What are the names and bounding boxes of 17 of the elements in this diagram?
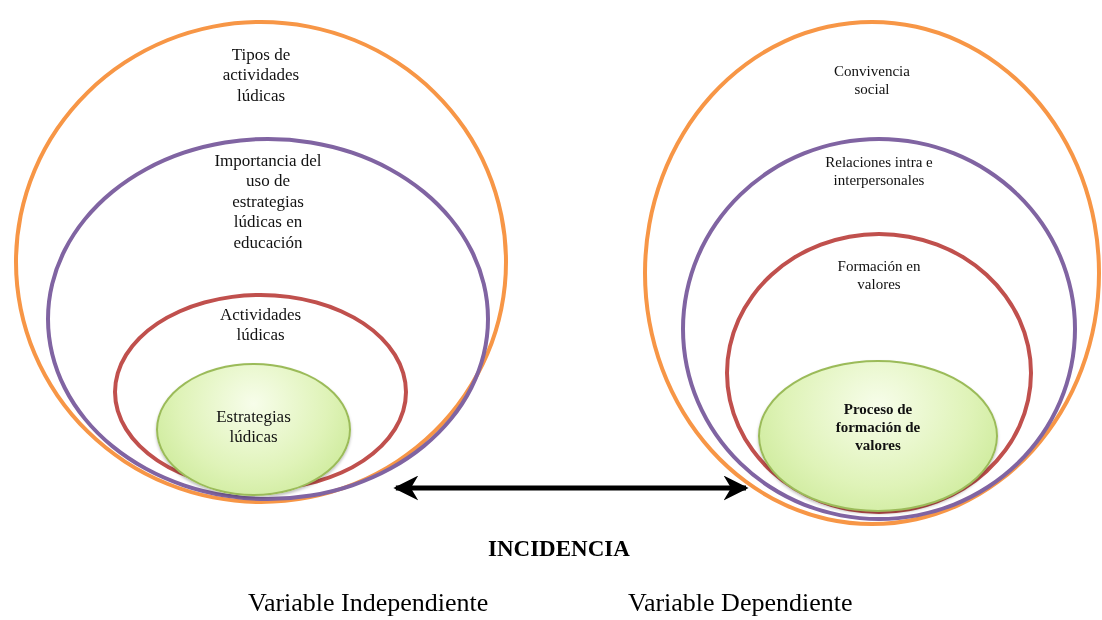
double-arrow [393, 475, 749, 501]
node-text: Relaciones intra e interpersonales [824, 153, 934, 189]
node-text: Actividades lúdicas [218, 305, 303, 346]
node-text: Importancia del uso de estrategias lúdicas en educación [214, 151, 322, 253]
node-text: Convivencia social [833, 62, 911, 98]
node-text: Proceso de formación de valores [834, 400, 922, 454]
variable-label: Variable Dependiente [628, 588, 853, 618]
concept-ellipse [46, 137, 490, 501]
node-text: Formación en valores [836, 257, 922, 293]
heading-text: INCIDENCIA [488, 536, 630, 562]
concept-ellipse [725, 232, 1033, 514]
node-text: Tipos de actividades lúdicas [221, 45, 301, 107]
concept-ellipse [14, 20, 508, 504]
variable-label: Variable Independiente [248, 588, 489, 618]
concept-ellipse [681, 137, 1077, 521]
concept-ellipse [643, 20, 1101, 526]
node-text: Estrategias lúdicas [215, 407, 292, 448]
